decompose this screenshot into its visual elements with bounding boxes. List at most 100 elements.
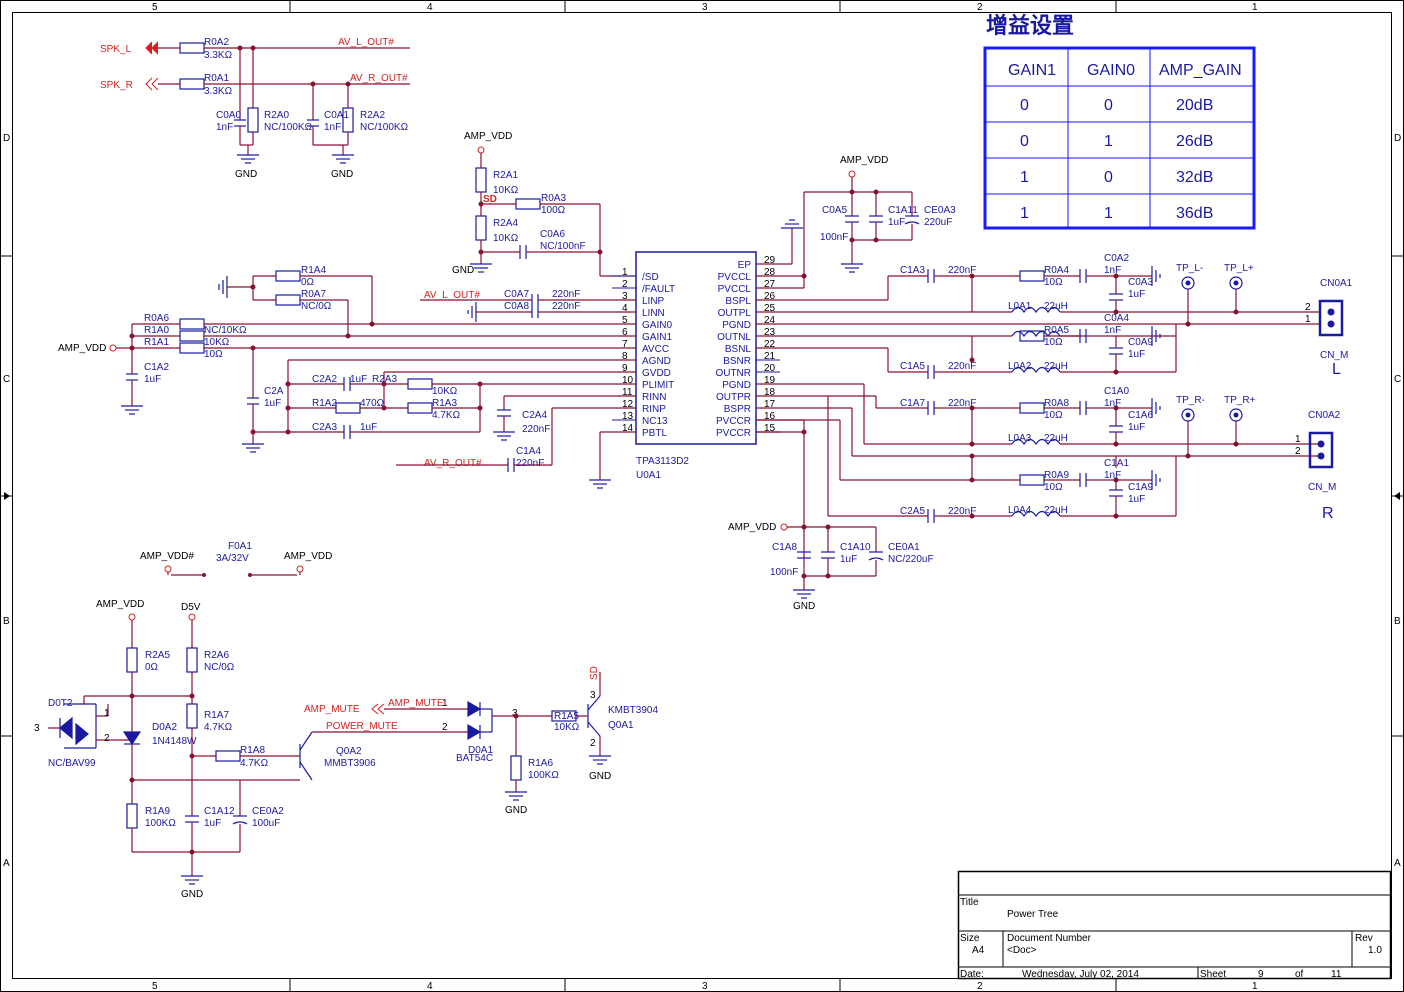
ref-label: R0A2 — [204, 37, 229, 48]
ref-label: C0A0 — [216, 110, 241, 121]
value-label: 3A/32V — [216, 553, 249, 564]
ic-pin-number: 27 — [764, 279, 776, 290]
resistor-symbol — [179, 78, 205, 90]
gain-header: GAIN1 — [1008, 62, 1056, 79]
net-label: GND — [793, 601, 815, 612]
ref-label: R2A5 — [145, 650, 170, 661]
offpage-arrow-icon — [371, 703, 385, 715]
ic-pin-number: 4 — [622, 303, 628, 314]
channel-label: L — [1332, 361, 1341, 378]
net-label: AMP_VDD — [840, 155, 888, 166]
ground-icon — [237, 154, 259, 164]
ic-pin-name: /SD — [642, 272, 659, 283]
ref-label: R1A8 — [240, 745, 265, 756]
net-label: AV_R_OUT# — [424, 458, 482, 469]
value-label: 22uH — [1044, 361, 1068, 372]
gain-cell: 0 — [1020, 97, 1029, 114]
net-label: TP_L- — [1176, 263, 1203, 274]
ic-pin-name: GAIN1 — [642, 332, 672, 343]
ic-pin-name: BSNR — [723, 356, 751, 367]
net-label: CN_M — [1320, 350, 1348, 361]
fuse-block: AMP_VDD# F0A1 3A/32V AMP_VDD — [140, 541, 332, 577]
ic-pin-number: 18 — [764, 387, 776, 398]
resistor-symbol — [179, 42, 205, 54]
net-label: AMP_VDD# — [140, 551, 194, 562]
ground-icon — [470, 263, 492, 273]
value-label: 1uF — [1128, 422, 1145, 433]
net-label: TP_R+ — [1224, 395, 1256, 406]
net-label: AMP_MUTE — [304, 704, 360, 715]
ic-pin-number: 8 — [622, 351, 628, 362]
svg-text:2: 2 — [1295, 446, 1301, 457]
value-label: 4.7KΩ — [204, 722, 233, 733]
ic-pin-number: 19 — [764, 375, 776, 386]
ref-label: C2A — [264, 386, 284, 397]
transistor-icon — [299, 731, 313, 781]
value-label: 4.7KΩ — [240, 758, 269, 769]
ic-pin-name: PVCCL — [718, 284, 752, 295]
ref-label: R2A1 — [493, 170, 518, 181]
ic-pin-name: /FAULT — [642, 284, 675, 295]
value-label: 1nF — [1104, 470, 1121, 481]
net-label: AV_L_OUT# — [338, 37, 394, 48]
svg-text:2: 2 — [442, 722, 448, 733]
ref-label: C0A4 — [1104, 313, 1129, 324]
net-label: GND — [505, 805, 527, 816]
ic-pin-name: GVDD — [642, 368, 671, 379]
ic-pin-name: LINN — [642, 308, 665, 319]
channel-label: R — [1322, 505, 1334, 522]
inductor-symbol — [1011, 306, 1061, 314]
ground-icon — [781, 219, 803, 229]
gain-cell: 1 — [1020, 169, 1029, 186]
ref-label: F0A1 — [228, 541, 252, 552]
ic-part: TPA3113D2 — [636, 456, 689, 467]
value-label: NC/0Ω — [301, 301, 332, 312]
ic-pin-number: 17 — [764, 399, 776, 410]
value-label: 1uF — [1128, 494, 1145, 505]
svg-text:3: 3 — [512, 708, 518, 719]
row-label: C — [3, 374, 10, 385]
ref-label: L0A4 — [1008, 505, 1032, 516]
ground-icon — [841, 263, 863, 273]
inductor-symbol — [1011, 366, 1061, 374]
value-label: 1uF — [1128, 289, 1145, 300]
ref-label: C0A1 — [324, 110, 349, 121]
ground-icon — [121, 405, 143, 415]
svg-text:2: 2 — [590, 738, 596, 749]
net-label: AMP_VDD — [284, 551, 332, 562]
ref-label: C1A2 — [144, 362, 169, 373]
ground-icon — [332, 154, 354, 164]
date-value: Wednesday, July 02, 2014 — [1022, 969, 1139, 980]
inductor-symbol — [1011, 438, 1061, 446]
total-value: 11 — [1331, 969, 1342, 980]
svg-text:2: 2 — [104, 733, 110, 744]
ref-label: CE0A2 — [252, 806, 284, 817]
net-label: GND — [589, 771, 611, 782]
value-label: 100nF — [770, 567, 798, 578]
ref-label: C2A3 — [312, 422, 337, 433]
value-label: MMBT3906 — [324, 758, 376, 769]
col-label: 1 — [1252, 2, 1258, 13]
ic-pin-number: 14 — [622, 423, 634, 434]
value-label: 22uH — [1044, 505, 1068, 516]
value-label: 1nF — [1104, 398, 1121, 409]
value-label: 10KΩ — [204, 337, 230, 348]
ic-pin-name: PGND — [722, 320, 751, 331]
net-label: AMP_MUTE — [388, 698, 444, 709]
ref-label: R2A6 — [204, 650, 229, 661]
value-label: 3.3KΩ — [204, 50, 233, 61]
ic-pin-number: 11 — [622, 387, 633, 398]
title-value: Power Tree — [1007, 909, 1059, 920]
net-label: GND — [235, 169, 257, 180]
gain-table: 增益设置 GAIN1 GAIN0 AMP_GAIN 0 0 20dB 0 1 2… — [983, 13, 1256, 230]
net-label: SD — [589, 666, 600, 680]
ref-label: L0A1 — [1008, 301, 1032, 312]
net-label: SPK_R — [100, 80, 133, 91]
gain-cell: 0 — [1020, 133, 1029, 150]
col-label: 4 — [427, 2, 433, 13]
value-label: 10KΩ — [554, 722, 580, 733]
ic-pin-number: 28 — [764, 267, 776, 278]
ground-icon — [493, 431, 515, 441]
ic-pin-number: 7 — [622, 339, 628, 350]
ic-pin-name: PLIMIT — [642, 380, 674, 391]
